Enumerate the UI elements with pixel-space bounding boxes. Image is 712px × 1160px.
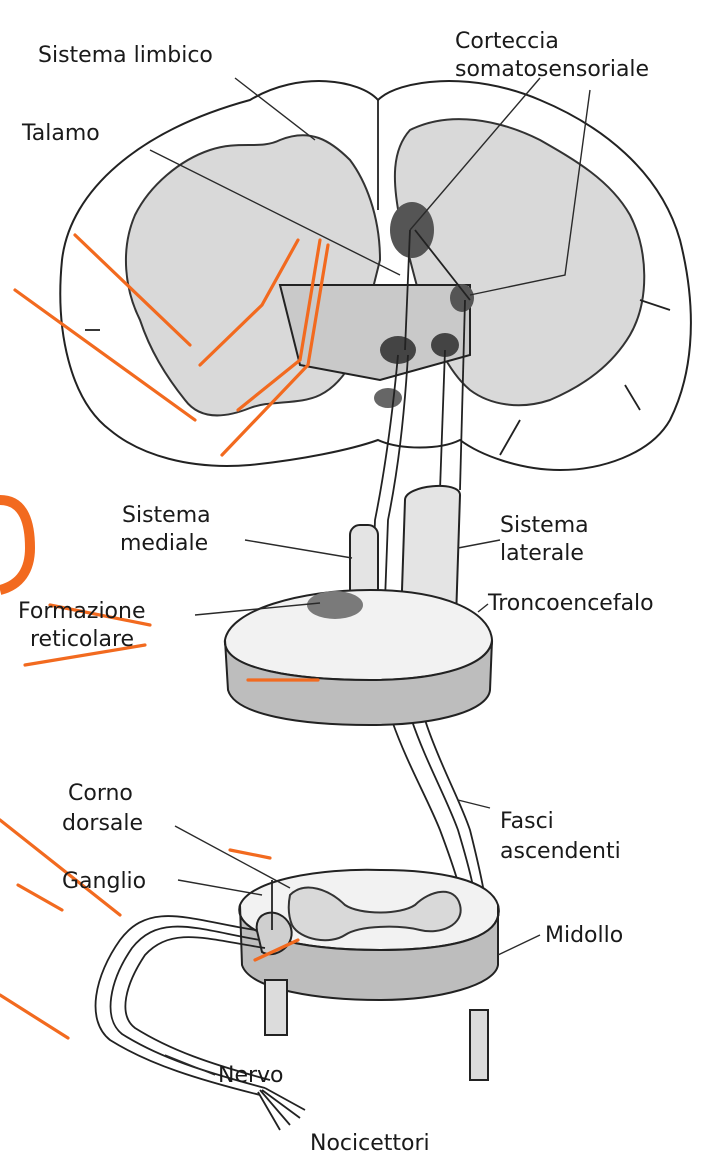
label-ganglio: Ganglio (62, 869, 146, 894)
leader-nervo (165, 1055, 215, 1075)
annotation-partial-letter (0, 500, 30, 590)
label-sistema-limbico: Sistema limbico (38, 43, 213, 68)
brainstem-slice (225, 590, 492, 725)
label-sistema-mediale-line2: mediale (120, 531, 208, 556)
label-corno-line1: Corno (68, 781, 133, 806)
label-sistema-laterale-line2: laterale (500, 541, 584, 566)
leader-midollo (498, 935, 540, 955)
ventral-root (265, 980, 287, 1035)
label-troncoencefalo: Troncoencefalo (487, 591, 654, 616)
leader-corno-dorsale (175, 826, 290, 888)
leader-ganglio (178, 880, 262, 895)
label-midollo: Midollo (545, 923, 623, 948)
brainstem-entry (374, 388, 402, 408)
label-fasci-line1: Fasci (500, 809, 554, 834)
label-corno-line2: dorsale (62, 811, 143, 836)
label-formazione-line1: Formazione (18, 599, 146, 624)
annotation-stroke (230, 850, 270, 858)
annotation-stroke (18, 885, 62, 910)
nociceptor-endings (258, 1088, 305, 1130)
reticular-formation-area (307, 591, 363, 619)
label-nervo: Nervo (218, 1063, 284, 1088)
label-fasci-line2: ascendenti (500, 839, 621, 864)
label-formazione-line2: reticolare (30, 627, 134, 652)
leader-fasci-ascendenti (458, 800, 490, 808)
leader-sistema-laterale (458, 540, 500, 548)
thalamic-relay (450, 284, 474, 312)
label-nocicettori: Nocicettori (310, 1131, 430, 1156)
label-sistema-mediale-line1: Sistema (122, 503, 211, 528)
annotation-stroke (0, 995, 68, 1038)
spinal-cord-slice (239, 870, 498, 1080)
brain-section (60, 81, 691, 470)
spinal-cord-continuation (470, 1010, 488, 1080)
leader-sistema-mediale (245, 540, 352, 558)
label-sistema-laterale-line1: Sistema (500, 513, 589, 538)
leader-troncoencefalo (478, 604, 488, 612)
label-corteccia-line2: somatosensoriale (455, 57, 649, 82)
label-talamo: Talamo (21, 121, 100, 146)
label-corteccia-line1: Corteccia (455, 29, 559, 54)
